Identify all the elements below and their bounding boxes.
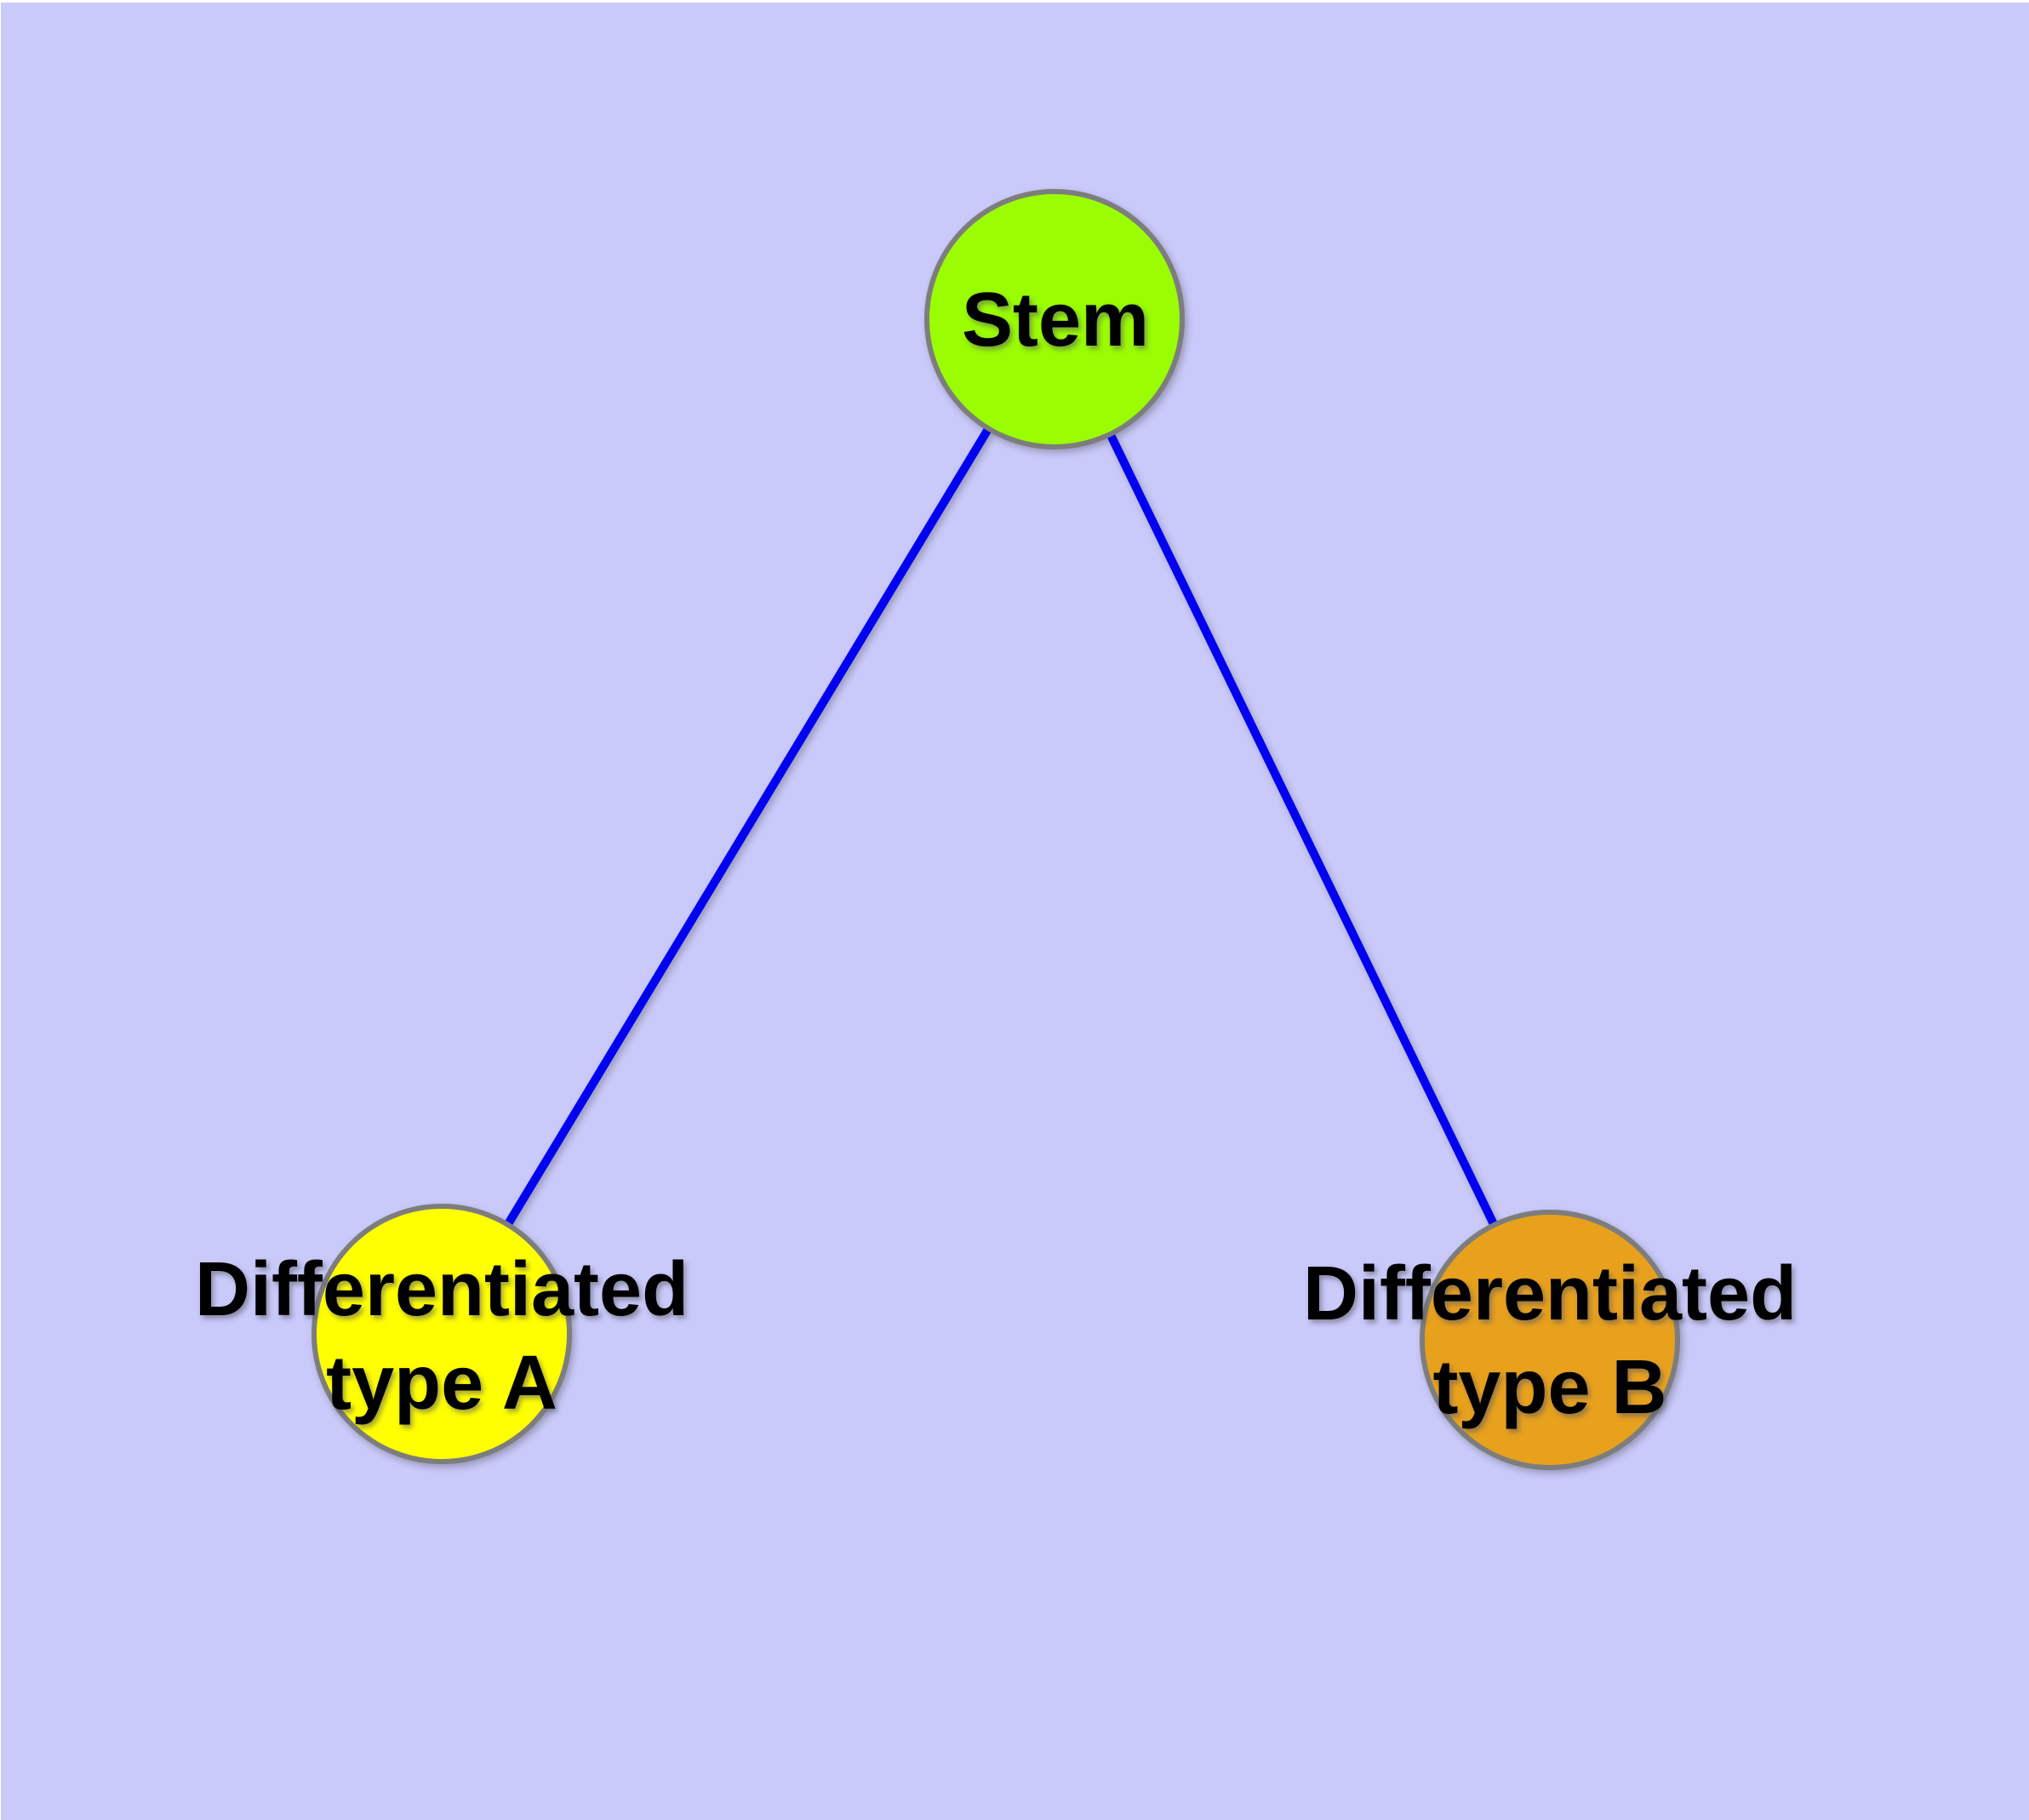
- differentiated-type-b-node-label: Differentiated type B: [1303, 1247, 1797, 1434]
- differentiated-type-a-label-line-1: Differentiated: [194, 1247, 689, 1332]
- edge-stem-to-type-b: [1050, 317, 1554, 1342]
- stem-node-label: Stem: [962, 273, 1149, 367]
- edge-stem-to-type-a: [437, 317, 1059, 1336]
- stem-node-label-text: Stem: [961, 278, 1150, 363]
- differentiated-type-b-label-line-1: Differentiated: [1302, 1251, 1798, 1336]
- cell-differentiation-graph: [311, 189, 1680, 1470]
- differentiated-type-a-label-line-2: type A: [326, 1341, 557, 1426]
- node-stem-circle: [924, 189, 1185, 449]
- node-differentiated-type-a-circle: [311, 1204, 572, 1464]
- differentiated-type-a-node-label: Differentiated type A: [195, 1243, 689, 1430]
- differentiated-type-b-label-line-2: type B: [1432, 1345, 1667, 1430]
- node-differentiated-type-b-circle: [1420, 1210, 1680, 1470]
